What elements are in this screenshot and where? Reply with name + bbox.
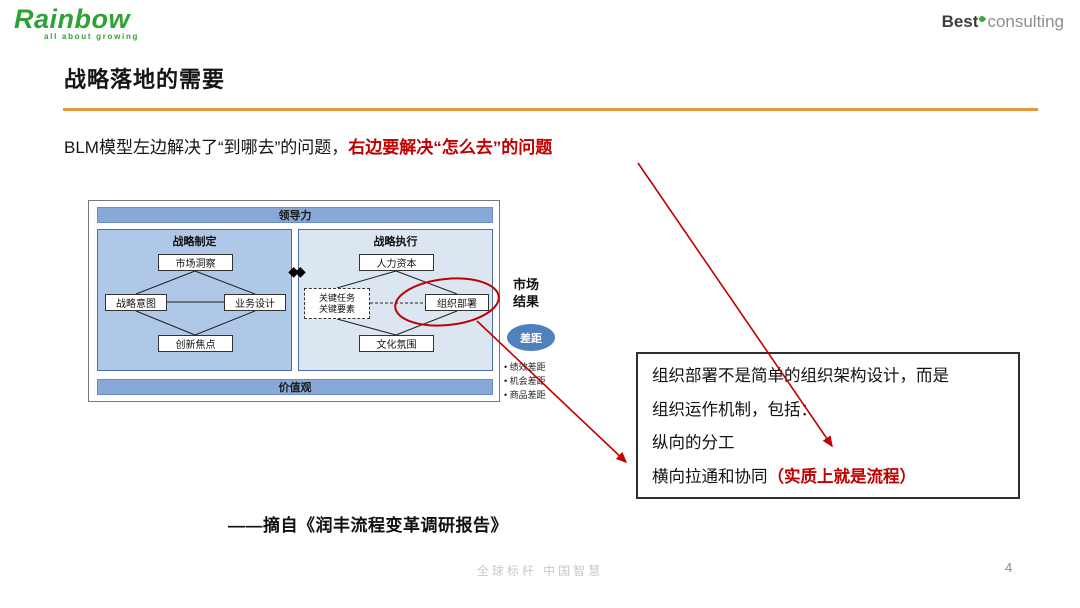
callout-line4-black: 横向拉通和协同 [652, 467, 768, 486]
intro-text-black: BLM模型左边解决了“到哪去”的问题， [64, 138, 349, 157]
strategy-panel-wires [135, 270, 256, 336]
market-result-label: 市场 结果 [513, 276, 539, 310]
blm-diagram: 领导力 战略制定 市场洞察 战略意图 业务设计 创新焦点 ◆◆ [88, 200, 500, 402]
strategic-intent-box: 战略意图 [105, 294, 167, 311]
gap-badge: 差距 [507, 324, 555, 351]
key-tasks-line2: 关键要素 [318, 303, 355, 314]
best-consulting-logo: Best consulting [942, 12, 1064, 32]
callout-line3: 纵向的分工 [652, 434, 735, 452]
callout-box: 组织部署不是简单的组织架构设计，而是 组织运作机制，包括： 纵向的分工 横向拉通… [636, 352, 1020, 499]
market-result-line2: 结果 [513, 294, 540, 309]
rainbow-logo-tagline: all about growing [44, 32, 140, 41]
callout-line1: 组织部署不是简单的组织架构设计，而是 [652, 367, 949, 385]
callout-line4: 横向拉通和协同（实质上就是流程） [652, 461, 1004, 495]
leadership-bar: 领导力 [97, 207, 493, 223]
intro-text-red: 右边要解决“怎么去”的问题 [348, 138, 553, 157]
gap-item: 机会差距 [504, 374, 546, 388]
org-deployment-box: 组织部署 [425, 294, 489, 311]
title-divider [63, 108, 1038, 111]
rainbow-logo: Rainbow all about growing [14, 4, 139, 41]
best-logo-text: Best [941, 12, 979, 31]
market-insight-box: 市场洞察 [158, 254, 233, 271]
diamond-connector-icon: ◆◆ [288, 263, 306, 279]
execution-panel: 战略执行 人力资本 关键任务 关键要素 组织部署 文化氛围 [298, 229, 493, 371]
strategy-panel: 战略制定 市场洞察 战略意图 业务设计 创新焦点 [97, 229, 292, 371]
gap-list: 绩效差距 机会差距 商品差距 [504, 360, 546, 402]
callout-line2: 组织运作机制，包括： [652, 400, 817, 419]
key-tasks-box: 关键任务 关键要素 [304, 288, 370, 319]
page-number: 4 [1005, 560, 1013, 575]
innovation-focus-box: 创新焦点 [158, 335, 233, 352]
leaf-icon [978, 14, 987, 23]
consulting-logo-text: consulting [987, 12, 1064, 31]
human-capital-box: 人力资本 [359, 254, 434, 271]
watermark: 全球标杆 中国智慧 [476, 564, 604, 578]
page-title: 战略落地的需要 [64, 67, 226, 92]
culture-box: 文化氛围 [359, 335, 434, 352]
business-design-box: 业务设计 [224, 294, 286, 311]
gap-item: 商品差距 [504, 388, 546, 402]
attribution: ——摘自《润丰流程变革调研报告》 [228, 516, 508, 535]
market-result-line1: 市场 [513, 277, 540, 292]
rainbow-logo-text: Rainbow [14, 4, 130, 34]
callout-line4-red: （实质上就是流程） [767, 467, 917, 486]
key-tasks-line1: 关键任务 [318, 292, 355, 303]
execution-panel-title: 战略执行 [373, 236, 418, 248]
intro-text: BLM模型左边解决了“到哪去”的问题，右边要解决“怎么去”的问题 [64, 133, 552, 158]
gap-item: 绩效差距 [504, 360, 546, 374]
values-bar: 价值观 [97, 379, 493, 395]
strategy-panel-title: 战略制定 [172, 236, 217, 248]
